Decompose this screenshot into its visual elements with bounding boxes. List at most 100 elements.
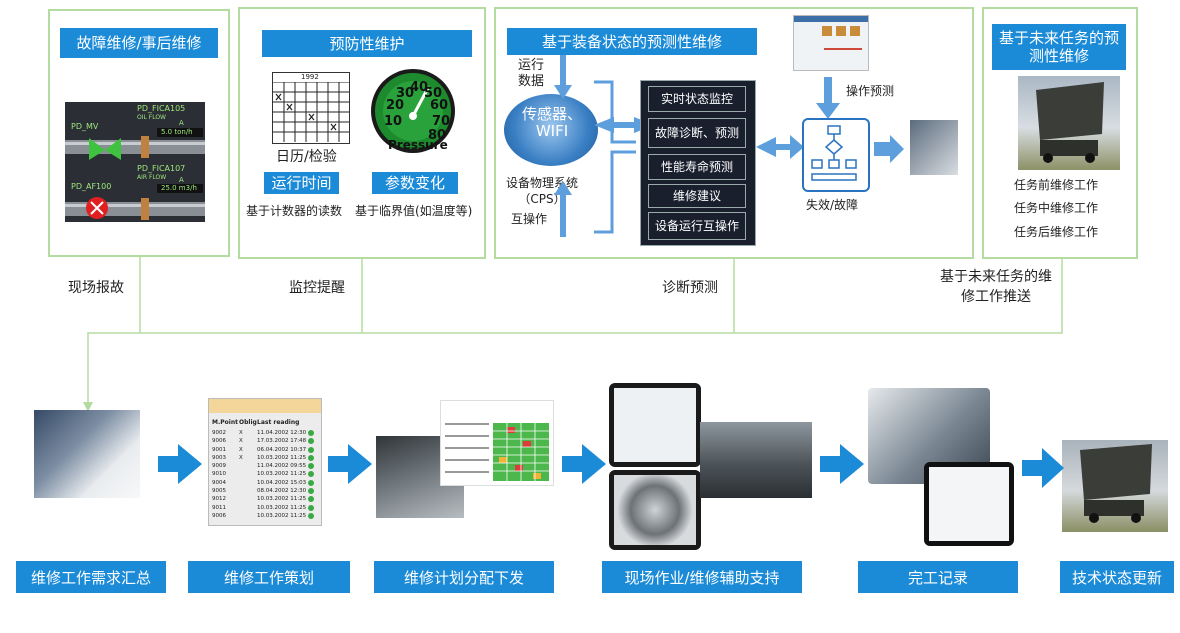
schedule-svg xyxy=(445,423,549,481)
document-review-image-small xyxy=(910,120,958,175)
pid-label-airflow: AIR FLOW xyxy=(137,174,167,181)
step-tech-status-update: 技术状态更新 xyxy=(1060,561,1174,593)
table-cell: 9006 xyxy=(212,512,226,519)
pid-label-a2: A xyxy=(179,176,184,184)
dash-tile-2 xyxy=(836,26,846,36)
table-cell: 9009 xyxy=(212,463,226,470)
table-cell: 10.03.2002 11:25 xyxy=(257,454,307,461)
check-icon xyxy=(308,446,314,453)
table-cell: 17.03.2002 17:48 xyxy=(257,438,307,445)
flow-label-mission-push: 基于未来任务的维修工作推送 xyxy=(940,269,1052,305)
mission-item-pre: 任务前维修工作 xyxy=(1014,178,1099,192)
gauge-num-30: 30 xyxy=(396,86,415,101)
table-cell: 06.04.2002 10:37 xyxy=(257,446,307,453)
gauge-num-70: 70 xyxy=(432,114,451,129)
panel1-title: 故障维修/事后维修 xyxy=(60,28,218,58)
gauge-num-10: 10 xyxy=(384,114,403,129)
sensor-wifi-text: 传感器、WIFI xyxy=(522,105,583,140)
failure-flowchart-icon xyxy=(802,118,870,192)
radar-image-bottom xyxy=(1062,440,1168,532)
interop-label: 互操作 xyxy=(511,212,548,226)
table-toolbar xyxy=(209,399,321,413)
tablet-record-image xyxy=(924,462,1014,546)
table-cell: 9003 xyxy=(212,454,226,461)
step-field-support: 现场作业/维修辅助支持 xyxy=(602,561,802,593)
pid-svg xyxy=(65,128,205,220)
pressure-gauge-image: 10 20 30 40 50 60 70 80 Pressure xyxy=(370,68,456,154)
box-life-prediction: 性能寿命预测 xyxy=(648,154,746,180)
dash-tile-1 xyxy=(822,26,832,36)
table-header-last: Last reading xyxy=(257,419,300,426)
pid-label-af100: PD_AF100 xyxy=(71,182,112,191)
check-icon xyxy=(308,430,314,436)
step-completion-record: 完工记录 xyxy=(858,561,1018,593)
gauge-num-20: 20 xyxy=(386,98,405,113)
check-icon xyxy=(308,488,314,495)
pid-label-fica105: PD_FICA105 xyxy=(137,104,186,113)
flow-label-diagnosis: 诊断预测 xyxy=(662,280,718,296)
radar-svg-top xyxy=(1036,82,1104,163)
table-row: 9006 X 17.03.2002 17:48 xyxy=(212,437,318,445)
box-realtime-monitor: 实时状态监控 xyxy=(648,86,746,112)
table-cell: 11.04.2002 12:30 xyxy=(257,430,307,436)
tablet1-screen xyxy=(614,388,696,462)
table-header-mpoint: M.Point xyxy=(212,419,238,426)
mission-item-during: 任务中维修工作 xyxy=(1014,201,1099,215)
table-cell: 10.03.2002 11:25 xyxy=(257,471,307,478)
gauge-num-80: 80 xyxy=(428,128,447,143)
table-cell: 08.04.2002 12:30 xyxy=(257,488,307,495)
table-cell: 9006 xyxy=(212,438,226,445)
tablet-app-image-1 xyxy=(609,383,701,467)
operate-predict-label: 操作预测 xyxy=(846,84,895,98)
cps-label: 设备物理系统（CPS） xyxy=(505,176,578,206)
check-icon xyxy=(308,438,314,445)
calendar-grid xyxy=(273,82,349,142)
flow-label-field-report: 现场报故 xyxy=(68,280,124,296)
dash-chart-line xyxy=(824,48,862,50)
schedule-grid-image xyxy=(440,400,554,486)
box-maintenance-advice: 维修建议 xyxy=(648,184,746,208)
check-icon xyxy=(308,512,314,519)
check-icon xyxy=(308,471,314,478)
panel4-title: 基于未来任务的预测性维修 xyxy=(992,24,1126,70)
radar-svg-bottom xyxy=(1080,444,1152,523)
table-cell: 9011 xyxy=(212,504,226,511)
check-icon xyxy=(308,504,314,511)
table-cell: X xyxy=(239,454,243,461)
check-icon xyxy=(308,496,314,503)
aircraft-maintenance-image xyxy=(700,422,812,498)
panel2-title: 预防性维护 xyxy=(262,30,472,57)
gauge-svg xyxy=(371,69,455,153)
pid-label-a1: A xyxy=(179,119,184,127)
table-cell: 10.04.2002 15:03 xyxy=(257,479,307,486)
table-row: 9009 11.04.2002 09:55 xyxy=(212,462,318,470)
table-cell: 9005 xyxy=(212,488,226,495)
table-cell: 10.03.2002 11:25 xyxy=(257,496,307,503)
table-cell: X xyxy=(239,446,243,453)
table-row: 9005 08.04.2002 12:30 xyxy=(212,487,318,495)
box-interop: 设备运行互操作 xyxy=(648,212,746,240)
panel3-title: 基于装备状态的预测性维修 xyxy=(507,28,757,55)
step-demand-summary: 维修工作需求汇总 xyxy=(16,561,166,593)
run-data-label: 运行数据 xyxy=(518,58,545,89)
sensor-wifi-image: 传感器、WIFI xyxy=(504,94,598,166)
gauge-num-50: 50 xyxy=(424,86,443,101)
runtime-label: 运行时间 xyxy=(264,172,339,194)
flow-label-monitor-remind: 监控提醒 xyxy=(289,280,345,296)
table-cell: X xyxy=(239,438,243,445)
dash-tile-3 xyxy=(850,26,860,36)
check-icon xyxy=(308,479,314,486)
gauge-num-40: 40 xyxy=(410,80,429,95)
table-cell: 11.04.2002 09:55 xyxy=(257,463,307,470)
counter-reading-text: 基于计数器的读数 xyxy=(246,204,343,218)
table-row: 9003 X 10.03.2002 11:25 xyxy=(212,454,318,462)
table-header-oblig: Oblig xyxy=(239,419,257,426)
